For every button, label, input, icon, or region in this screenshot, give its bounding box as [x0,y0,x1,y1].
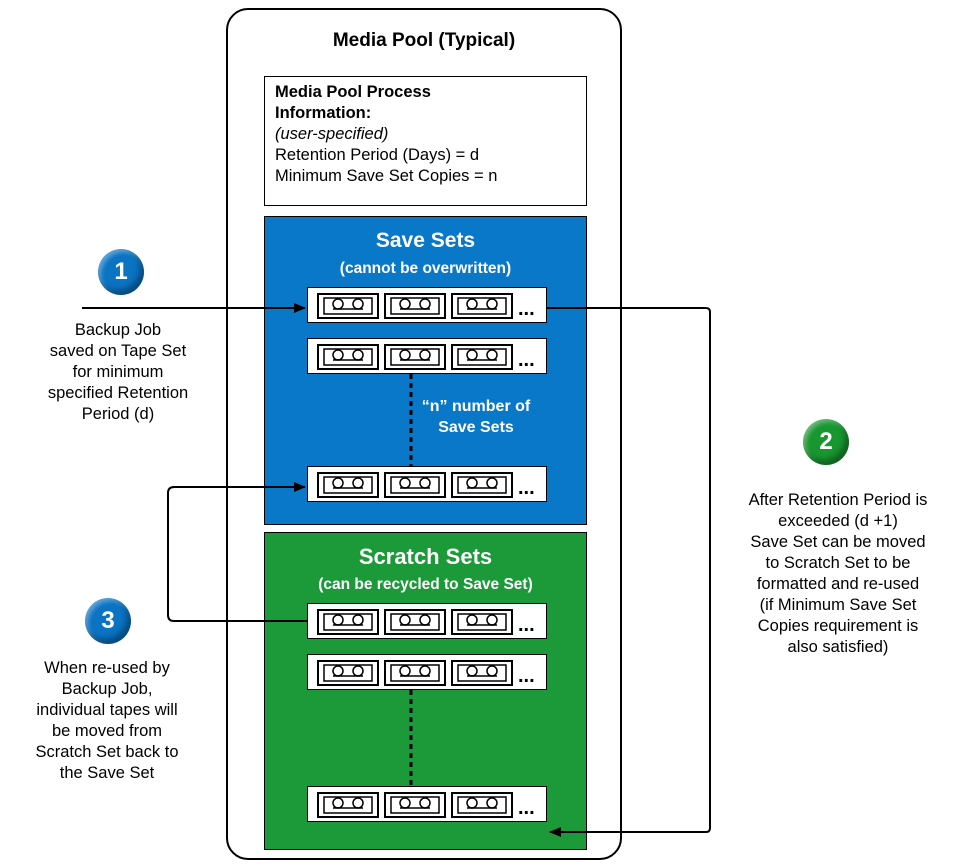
tape-cartridge-icon [317,472,379,498]
media-pool-info-box: Media Pool Process Information: (user-sp… [264,76,587,206]
tape-cartridge-icons: ... [317,293,535,320]
scratch-sets-title: Scratch Sets [358,544,493,569]
scratch-set-row: ... [307,603,547,639]
save-to-scratch-arrow [547,307,711,837]
tape-cartridge-icon [317,792,379,818]
tape-cartridge-icon [451,344,513,370]
tape-cartridge-icons: ... [317,660,535,687]
scratch-set-row: ... [307,654,547,690]
info-title-line-1: Media Pool Process [275,83,431,101]
tape-cartridge-icons: ... [317,792,535,819]
step-2-line: exceeded (d +1) [778,512,898,530]
step-1-note: Backup Job saved on Tape Set for minimum… [18,320,218,425]
step-1-line: Backup Job [74,321,162,339]
save-set-count-line-1: “n” number of [421,398,531,415]
tape-cartridge-icons: ... [317,344,535,371]
step-1-line: saved on Tape Set [49,342,187,360]
save-set-row: ... [307,466,547,502]
tape-ellipsis: ... [518,298,535,320]
step-3-line: Backup Job, [61,680,153,698]
tape-cartridge-icon [384,792,446,818]
tape-cartridge-icons: ... [317,472,535,499]
save-sets-subtitle: (cannot be overwritten) [339,260,512,277]
scratch-to-save-arrow [167,482,307,622]
info-title-line-2: Information: [275,104,372,122]
save-set-row: ... [307,287,547,323]
tape-ellipsis: ... [518,614,535,636]
tape-cartridge-icon [451,792,513,818]
scratch-set-row: ... [307,786,547,822]
step-1-line: specified Retention [47,384,189,402]
tape-cartridge-icon [317,660,379,686]
step-2-line: to Scratch Set to be [765,554,911,572]
tape-cartridge-icon [384,344,446,370]
tape-ellipsis: ... [518,477,535,499]
step-3-line: individual tapes will [36,701,178,719]
save-sets-title: Save Sets [375,229,476,252]
tape-cartridge-icon [384,660,446,686]
step-2-line: (if Minimum Save Set [759,596,917,614]
step-3-badge: 3 [85,598,131,644]
tape-cartridge-icons: ... [317,609,535,636]
step-1-badge: 1 [98,249,144,295]
save-set-count-label: “n” number of Save Sets [412,396,540,438]
tape-cartridge-icon [384,293,446,319]
tape-cartridge-icon [451,660,513,686]
tape-ellipsis: ... [518,349,535,371]
step-3-line: be moved from [51,722,163,740]
step-2-badge: 2 [803,419,849,465]
tape-cartridge-icon [451,609,513,635]
step-2-line: also satisfied) [787,638,889,656]
step-3-line: Scratch Set back to [35,743,179,761]
tape-ellipsis: ... [518,797,535,819]
step-2-note: After Retention Period is exceeded (d +1… [718,490,958,658]
step-3-line: When re-used by [44,659,170,677]
tape-cartridge-icon [451,293,513,319]
step-1-line: Period (d) [81,405,155,423]
tape-cartridge-icon [317,609,379,635]
step-2-line: formatted and re-used [756,575,920,593]
tape-cartridge-icon [317,293,379,319]
scratch-sets-subtitle: (can be recycled to Save Set) [318,576,533,593]
tape-cartridge-icon [384,609,446,635]
step-3-note: When re-used by Backup Job, individual t… [2,658,212,784]
step-2-line: Save Set can be moved [750,533,926,551]
tape-cartridge-icon [384,472,446,498]
save-set-row: ... [307,338,547,374]
save-set-count-line-2: Save Sets [438,419,514,436]
step-2-line: Copies requirement is [757,617,919,635]
retention-period-line: Retention Period (Days) = d [275,146,480,164]
tape-cartridge-icon [317,344,379,370]
step-1-line: for minimum [72,363,164,381]
minimum-copies-line: Minimum Save Set Copies = n [275,167,498,185]
step-3-line: the Save Set [59,764,155,782]
step-2-line: After Retention Period is [748,491,928,509]
info-user-specified: (user-specified) [275,125,389,143]
tape-cartridge-icon [451,472,513,498]
tape-ellipsis: ... [518,665,535,687]
media-pool-title: Media Pool (Typical) [332,30,516,51]
